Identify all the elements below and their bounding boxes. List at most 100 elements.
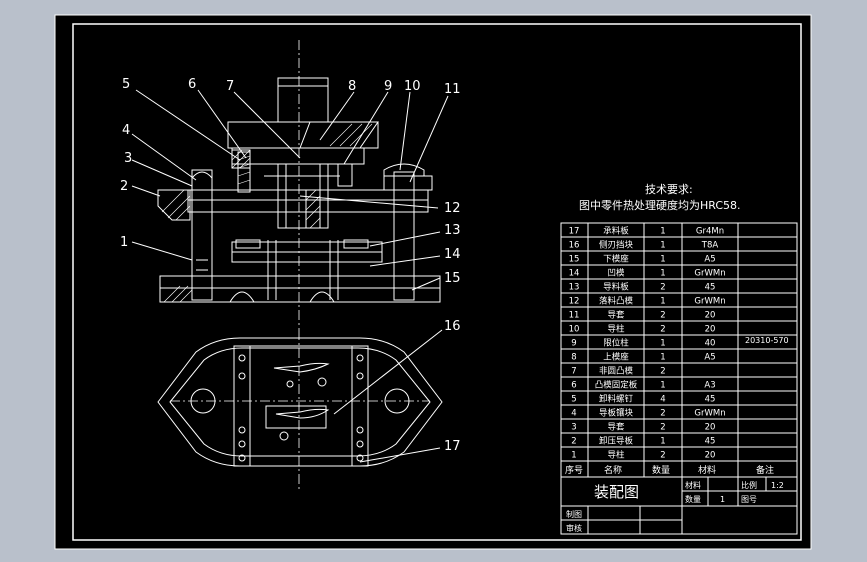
bom-cell-no: 16 xyxy=(569,241,580,251)
bom-cell-name: 导柱 xyxy=(607,324,625,335)
bom-cell-name: 凸模固定板 xyxy=(595,380,638,391)
bom-cell-no: 15 xyxy=(569,255,580,265)
bom-cell-material: GrWMn xyxy=(694,409,725,419)
bom-cell-no: 14 xyxy=(569,269,580,279)
bom-cell-no: 11 xyxy=(569,311,580,321)
bom-header-remark: 备注 xyxy=(756,464,774,476)
bom-cell-qty: 1 xyxy=(660,227,665,237)
balloon-label: 11 xyxy=(444,82,461,97)
bom-cell-material: GrWMn xyxy=(694,269,725,279)
balloon-label: 6 xyxy=(188,77,196,92)
balloon-label: 14 xyxy=(444,247,461,262)
bom-cell-material: GrWMn xyxy=(694,297,725,307)
bom-cell-material: 20 xyxy=(705,311,716,321)
bom-cell-material: T8A xyxy=(701,241,719,251)
bom-cell-qty: 1 xyxy=(660,297,665,307)
bom-cell-name: 导板镶块 xyxy=(599,408,634,419)
bom-cell-name: 导料板 xyxy=(603,282,629,293)
front-section-view xyxy=(157,40,441,330)
bom-cell-qty: 1 xyxy=(660,269,665,279)
balloon-label: 8 xyxy=(348,79,356,94)
bom-cell-qty: 1 xyxy=(660,381,665,391)
bom-cell-material: 20 xyxy=(705,451,716,461)
bom-cell-material: 45 xyxy=(705,395,716,405)
bom-cell-no: 7 xyxy=(571,367,576,377)
bom-header-qty: 数量 xyxy=(652,464,670,476)
bom-cell-name: 限位柱 xyxy=(603,338,629,349)
balloon-label: 1 xyxy=(120,235,128,250)
scale-value: 1:2 xyxy=(771,481,784,490)
bom-cell-no: 2 xyxy=(571,437,576,447)
bom-cell-qty: 2 xyxy=(660,283,665,293)
bom-cell-name: 上模座 xyxy=(603,352,629,363)
bom-cell-qty: 2 xyxy=(660,409,665,419)
bom-row: 4 导板镶块 2 GrWMn xyxy=(571,408,725,419)
bom-header-material: 材料 xyxy=(698,464,716,476)
bom-header-row: 序号 名称 数量 材料 备注 xyxy=(565,464,774,476)
material-label: 材料 xyxy=(685,480,701,490)
bom-cell-no: 17 xyxy=(569,227,580,237)
title-block: 装配图 材料 比例 1:2 数量 1 图号 制图 审核 xyxy=(560,476,798,535)
bom-cell-name: 落料凸模 xyxy=(599,296,634,307)
bom-header-no: 序号 xyxy=(565,464,583,476)
bom-cell-material: Gr4Mn xyxy=(696,227,724,237)
tech-requirements-heading: 技术要求: xyxy=(645,183,693,196)
bom-cell-material: A5 xyxy=(704,255,715,265)
bom-cell-material: 20 xyxy=(705,325,716,335)
bom-cell-qty: 2 xyxy=(660,325,665,335)
balloon-label: 4 xyxy=(122,123,130,138)
bom-cell-material: A3 xyxy=(704,381,715,391)
bom-cell-qty: 1 xyxy=(660,437,665,447)
balloon-numbers: 1 2 3 4 5 6 7 8 9 10 11 12 13 14 15 16 1… xyxy=(120,77,461,454)
bom-cell-name: 导柱 xyxy=(607,450,625,461)
balloon-label: 10 xyxy=(404,79,421,94)
bom-cell-material: 20 xyxy=(705,423,716,433)
bom-cell-qty: 4 xyxy=(660,395,665,405)
bom-cell-qty: 2 xyxy=(660,423,665,433)
scale-label: 比例 xyxy=(741,480,757,490)
balloon-label: 12 xyxy=(444,201,461,216)
bom-cell-name: 导套 xyxy=(607,310,625,321)
bom-cell-material: A5 xyxy=(704,353,715,363)
sheet-inner-border xyxy=(72,23,802,541)
bom-cell-no: 4 xyxy=(571,409,576,419)
bom-cell-qty: 1 xyxy=(660,241,665,251)
checked-label: 审核 xyxy=(566,523,582,533)
plan-view xyxy=(157,330,443,490)
qty-value: 1 xyxy=(720,495,725,504)
bom-cell-name: 导套 xyxy=(607,422,625,433)
bom-cell-name: 凹模 xyxy=(607,268,625,279)
bom-cell-qty: 1 xyxy=(660,353,665,363)
bom-cell-qty: 2 xyxy=(660,367,665,377)
bom-cell-material: 40 xyxy=(705,339,716,349)
tech-requirements-text: 图中零件热处理硬度均为HRC58. xyxy=(579,198,741,212)
bom-cell-name: 卸压导板 xyxy=(599,436,634,447)
balloon-label: 2 xyxy=(120,179,128,194)
drawing-no-label: 图号 xyxy=(741,495,757,504)
bom-cell-material: 45 xyxy=(705,437,716,447)
bom-cell-no: 5 xyxy=(571,395,576,405)
balloon-label: 7 xyxy=(226,79,234,94)
balloon-label: 16 xyxy=(444,319,461,334)
bom-cell-no: 13 xyxy=(569,283,580,293)
bom-cell-qty: 1 xyxy=(660,255,665,265)
bom-header-name: 名称 xyxy=(604,464,622,476)
bom-cell-no: 1 xyxy=(571,451,576,461)
balloon-leaders xyxy=(131,89,449,463)
bom-row: 14 凹模 1 GrWMn xyxy=(569,268,726,279)
bom-cell-no: 6 xyxy=(571,381,576,391)
bom-cell-no: 9 xyxy=(571,339,576,349)
balloon-label: 3 xyxy=(124,151,132,166)
